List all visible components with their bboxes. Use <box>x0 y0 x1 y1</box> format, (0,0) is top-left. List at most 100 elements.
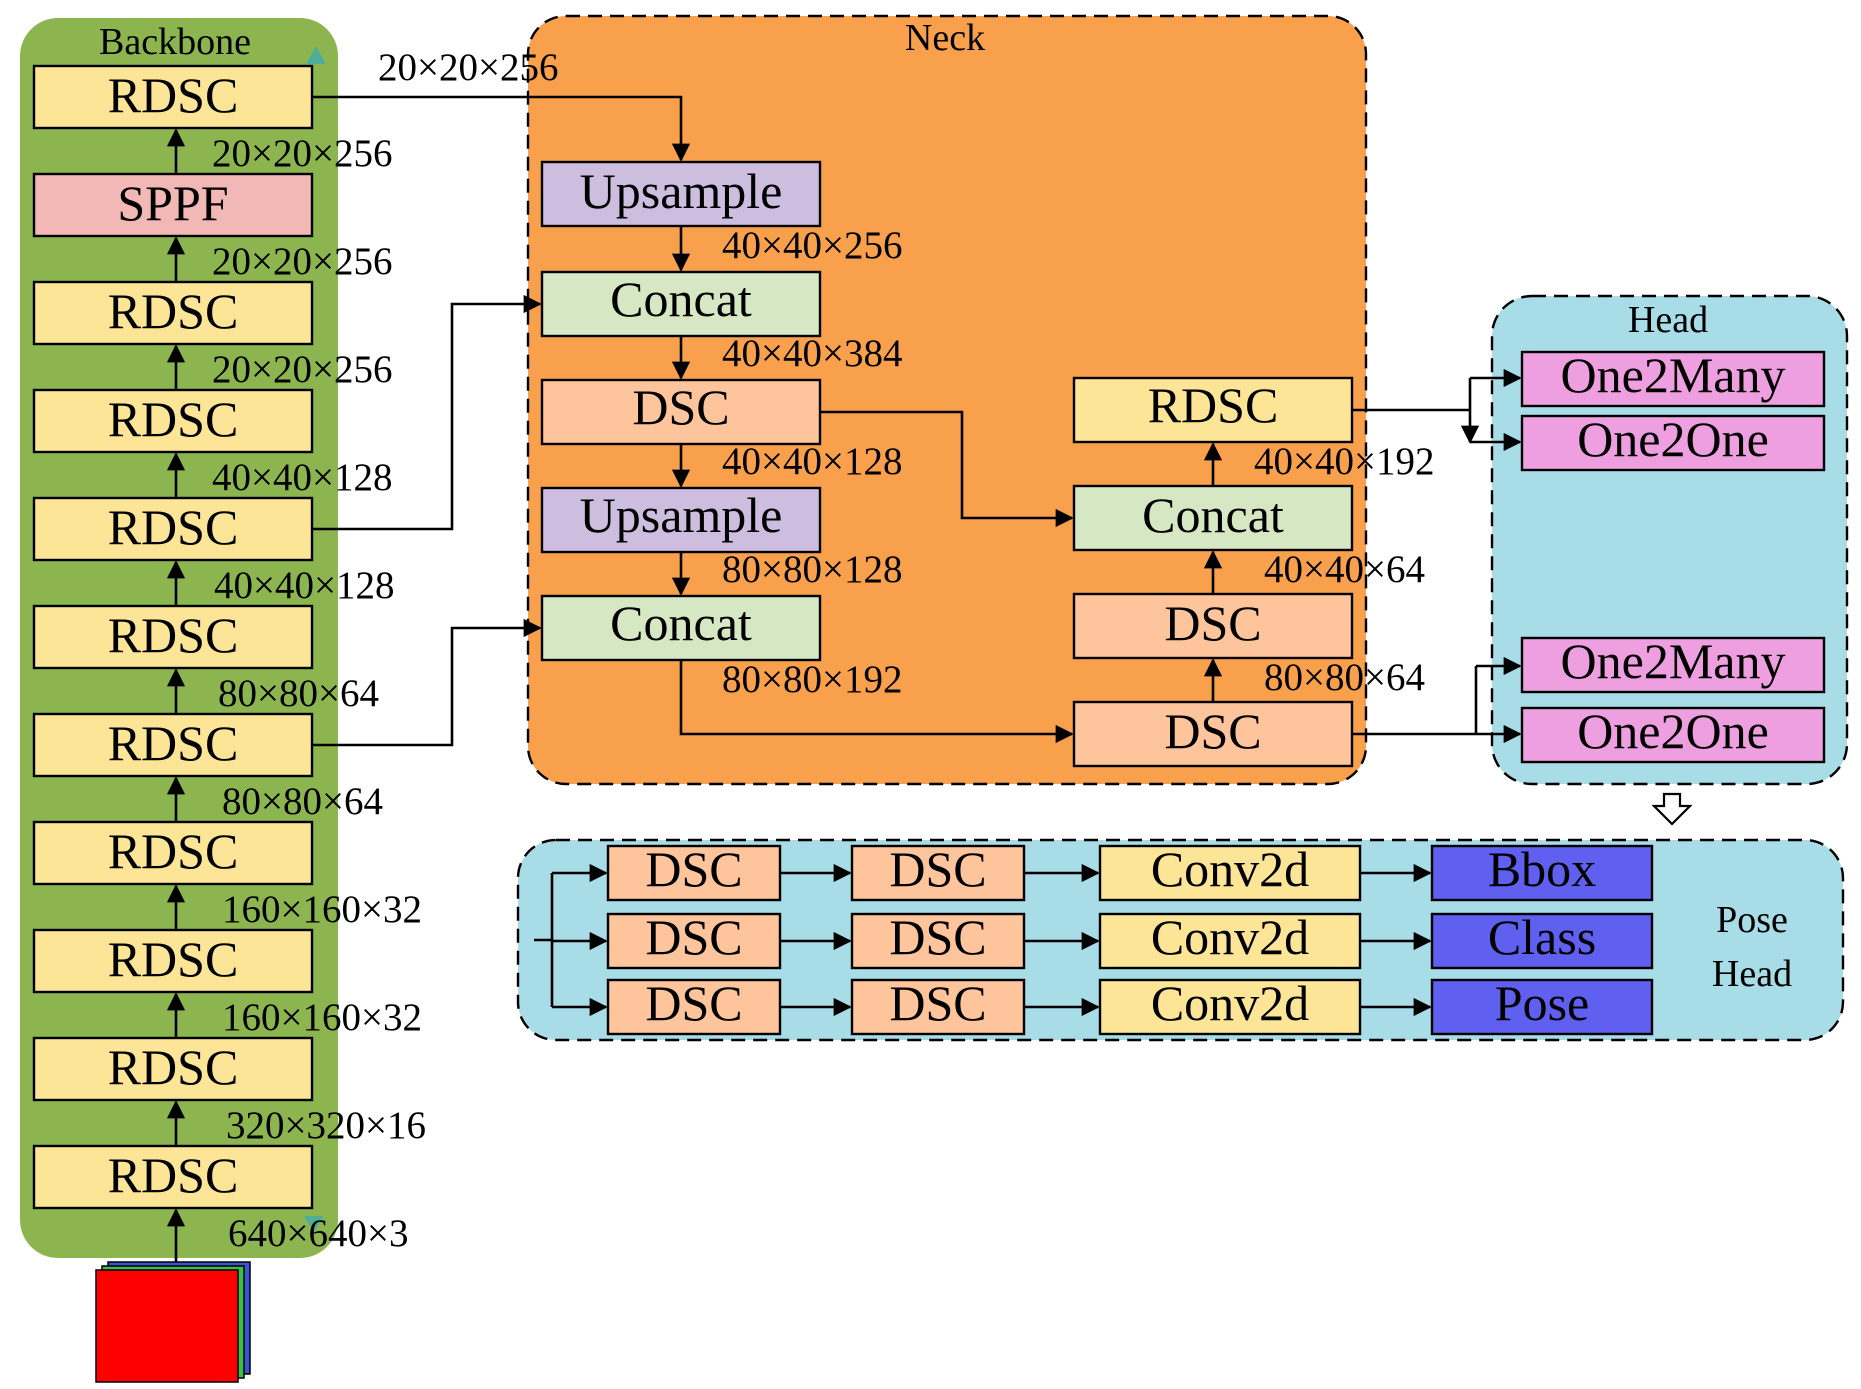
neck-block-label: Concat <box>1142 487 1284 543</box>
neck-block-label: DSC <box>632 379 729 435</box>
backbone-block-label: RDSC <box>108 715 239 771</box>
pose-block-label: DSC <box>645 841 742 897</box>
pose-output-block <box>1430 978 1654 1036</box>
backbone-title: Backbone <box>99 21 251 63</box>
neck-right-dims: 40×40×192 40×40×64 80×80×64 <box>1254 440 1435 699</box>
head-block-label: One2Many <box>1561 633 1786 689</box>
backbone-block <box>32 928 314 994</box>
pose-block-label: DSC <box>889 841 986 897</box>
backbone-block <box>32 712 314 778</box>
head-block-label: One2One <box>1577 411 1769 467</box>
head-block-label: One2Many <box>1561 347 1786 403</box>
dim-label: 40×40×384 <box>722 332 903 375</box>
backbone-block-label: RDSC <box>108 931 239 987</box>
pose-conv2d-block <box>1098 912 1362 970</box>
pose-dsc-block <box>850 912 1026 970</box>
dim-label: 40×40×128 <box>722 440 903 483</box>
dim-label: 20×20×256 <box>378 46 559 89</box>
backbone-blocks: RDSC SPPF RDSC RDSC RDSC RDSC RDSC RDSC … <box>32 64 314 1210</box>
backbone-block-label: RDSC <box>108 67 239 123</box>
neck-title: Neck <box>905 17 985 59</box>
dim-label: 320×320×16 <box>226 1104 426 1147</box>
backbone-dims: 20×20×256 20×20×256 20×20×256 20×20×256 … <box>212 46 559 1255</box>
decorative-triangle-top <box>306 46 326 64</box>
dim-label: 40×40×192 <box>1254 440 1435 483</box>
backbone-block <box>32 1036 314 1102</box>
neck-block <box>1072 376 1354 444</box>
backbone-block-label: RDSC <box>108 823 239 879</box>
pose-output-label: Bbox <box>1488 841 1596 897</box>
pose-head-rows: DSC DSC Conv2d Bbox DSC DSC Conv2d Class… <box>606 841 1654 1036</box>
dim-label: 40×40×64 <box>1264 548 1425 591</box>
backbone-block <box>32 820 314 886</box>
pose-dsc-block <box>850 978 1026 1036</box>
neck-block-label: Concat <box>610 595 752 651</box>
pose-output-block <box>1430 844 1654 902</box>
pose-block-label: Conv2d <box>1151 841 1309 897</box>
backbone-block-label: RDSC <box>108 1039 239 1095</box>
pose-block-label: Conv2d <box>1151 909 1309 965</box>
input-image-stack <box>95 1261 251 1383</box>
dim-label: 640×640×3 <box>228 1212 409 1255</box>
pose-block-label: DSC <box>889 909 986 965</box>
neck-block-label: Concat <box>610 271 752 327</box>
neck-block <box>1072 700 1354 768</box>
pose-dsc-block <box>850 844 1026 902</box>
backbone-block-label: RDSC <box>108 499 239 555</box>
pose-head-title-line2: Head <box>1712 953 1792 995</box>
pose-block-label: DSC <box>889 975 986 1031</box>
neck-block-label: DSC <box>1164 595 1261 651</box>
pose-output-label: Pose <box>1495 975 1589 1031</box>
dim-label: 40×40×256 <box>722 224 903 267</box>
dim-label: 160×160×32 <box>222 996 422 1039</box>
dim-label: 20×20×256 <box>212 348 393 391</box>
head-block <box>1520 706 1826 764</box>
dim-label: 160×160×32 <box>222 888 422 931</box>
backbone-block-label: SPPF <box>117 175 228 231</box>
pose-block-label: DSC <box>645 909 742 965</box>
backbone-block-label: RDSC <box>108 1147 239 1203</box>
head-block <box>1520 636 1826 694</box>
backbone-block <box>32 388 314 454</box>
pose-output-label: Class <box>1488 909 1596 965</box>
pose-head-title-line1: Pose <box>1716 899 1788 941</box>
pose-block-label: DSC <box>645 975 742 1031</box>
pose-head-arrows <box>534 863 1432 1017</box>
backbone-block <box>32 280 314 346</box>
neck-left-dims: 40×40×256 40×40×384 40×40×128 80×80×128 … <box>722 224 903 701</box>
neck-block <box>540 594 822 662</box>
decorative-triangle-bottom <box>304 1216 324 1232</box>
dim-label: 40×40×128 <box>212 456 393 499</box>
dim-label: 20×20×256 <box>212 132 393 175</box>
pose-dsc-block <box>606 912 782 970</box>
dim-label: 80×80×64 <box>1264 656 1425 699</box>
backbone-block-label: RDSC <box>108 283 239 339</box>
dim-label: 40×40×128 <box>214 564 395 607</box>
dim-label: 80×80×64 <box>218 672 379 715</box>
neck-block-label: Upsample <box>580 163 783 219</box>
cross-connections <box>312 95 1522 747</box>
pose-conv2d-block <box>1098 844 1362 902</box>
neck-block-label: DSC <box>1164 703 1261 759</box>
down-arrow-icon <box>1651 792 1693 826</box>
backbone-block-label: RDSC <box>108 607 239 663</box>
neck-block <box>540 270 822 338</box>
neck-block <box>540 486 822 554</box>
head-block <box>1520 350 1826 408</box>
neck-left-column: Upsample Concat DSC Upsample Concat <box>540 160 822 662</box>
dim-label: 80×80×64 <box>222 780 383 823</box>
neck-block-label: Upsample <box>580 487 783 543</box>
dim-label: 20×20×256 <box>212 240 393 283</box>
pose-conv2d-block <box>1098 978 1362 1036</box>
head-branches: One2Many One2One One2Many One2One <box>1520 347 1826 764</box>
neck-block-label: RDSC <box>1148 377 1279 433</box>
pose-output-block <box>1430 912 1654 970</box>
dim-label: 80×80×192 <box>722 658 903 701</box>
backbone-block <box>32 172 314 238</box>
dim-label: 80×80×128 <box>722 548 903 591</box>
pose-block-label: Conv2d <box>1151 975 1309 1031</box>
backbone-block-label: RDSC <box>108 391 239 447</box>
head-title: Head <box>1628 299 1708 341</box>
backbone-block <box>32 1144 314 1210</box>
